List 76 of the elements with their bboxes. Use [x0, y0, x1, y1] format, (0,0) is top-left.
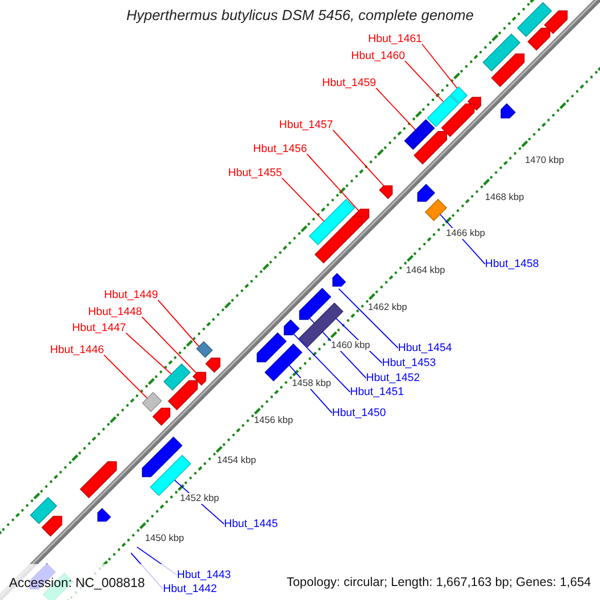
gene-feature	[441, 103, 475, 137]
gene-feature	[205, 358, 220, 373]
leader-line	[338, 288, 398, 348]
scale-label: 1450 kbp	[145, 532, 184, 544]
leader-line	[142, 316, 197, 374]
scale-label: 1452 kbp	[180, 492, 220, 504]
gene-label: Hbut_1456	[253, 143, 307, 156]
gene-feature	[168, 380, 198, 410]
gene-box	[163, 363, 191, 391]
scale-label: 1462 kbp	[368, 302, 408, 312]
gene-box	[30, 496, 58, 524]
gene-box	[424, 198, 448, 222]
gene-label: Hbut_1457	[279, 119, 333, 132]
gene-feature	[544, 10, 568, 34]
scale-label: 1458 kbp	[292, 378, 332, 388]
gene-label: Hbut_1442	[163, 582, 217, 596]
gene-feature	[41, 516, 62, 537]
leader-line	[376, 88, 416, 130]
gene-label: Hbut_1458	[485, 258, 539, 270]
gene-label: Hbut_1454	[398, 342, 452, 354]
scale-label: 1466 kbp	[446, 228, 486, 238]
leader-line	[282, 178, 325, 222]
diagram-title: Hyperthermus butylicus DSM 5456, complete genome	[126, 10, 474, 23]
scale-label: 1460 kbp	[331, 340, 370, 350]
leader-line	[126, 332, 172, 375]
gene-label: Hbut_1446	[50, 344, 104, 357]
gene-feature	[417, 184, 436, 202]
gene-feature	[378, 185, 393, 200]
leader-line	[158, 300, 200, 347]
gene-box	[308, 198, 356, 246]
gene-feature	[152, 408, 170, 426]
gene-label: Hbut_1461	[368, 33, 422, 46]
scale-label: 1470 kbp	[525, 154, 564, 166]
gene-diamond	[196, 341, 213, 358]
scale-label: 1464 kbp	[406, 264, 446, 276]
gene-diamond	[142, 392, 162, 412]
gene-label: Hbut_1451	[350, 386, 404, 398]
leader-line	[332, 130, 384, 186]
gene-feature	[284, 319, 300, 336]
gene-box	[516, 2, 552, 38]
leader-line	[306, 154, 360, 212]
scale-label: 1468 kbp	[485, 192, 524, 202]
gene-feature	[299, 288, 332, 320]
gene-feature	[192, 372, 206, 386]
gene-box	[404, 119, 435, 150]
gene-label: Hbut_1448	[88, 306, 142, 319]
gene-feature	[491, 53, 525, 87]
genome-stats-text: Topology: circular; Length: 1,667,163 bp; Genes: 1,654	[286, 576, 591, 589]
gene-label: Hbut_1455	[228, 167, 282, 180]
scale-label: 1456 kbp	[254, 414, 294, 426]
accession-text: Accession: NC_008818	[9, 576, 145, 589]
leader-line	[404, 60, 444, 102]
leader-line	[293, 333, 350, 392]
gene-label: Hbut_1459	[322, 77, 376, 90]
gene-feature	[414, 130, 448, 164]
gene-label: Hbut_1453	[382, 356, 436, 370]
gene-feature	[142, 436, 182, 478]
gene-label: Hbut_1449	[104, 289, 158, 302]
gene-feature	[527, 28, 550, 51]
gene-label: Hbut_1445	[224, 518, 278, 530]
gene-feature	[332, 272, 346, 287]
gene-box	[482, 34, 520, 72]
gene-feature	[500, 103, 516, 118]
gene-feature	[97, 508, 112, 522]
gene-box	[426, 94, 460, 128]
gene-label: Hbut_1443	[177, 568, 231, 582]
leader-line	[422, 44, 458, 89]
gene-label: Hbut_1452	[366, 372, 420, 384]
gene-feature	[256, 332, 287, 362]
scale-label: 1454 kbp	[217, 454, 256, 466]
gene-feature	[314, 216, 362, 264]
gene-label: Hbut_1460	[351, 50, 405, 63]
gene-feature	[467, 96, 482, 111]
gene-label: Hbut_1450	[332, 406, 386, 420]
gene-label: Hbut_1447	[72, 322, 126, 335]
gene-feature	[80, 461, 117, 498]
